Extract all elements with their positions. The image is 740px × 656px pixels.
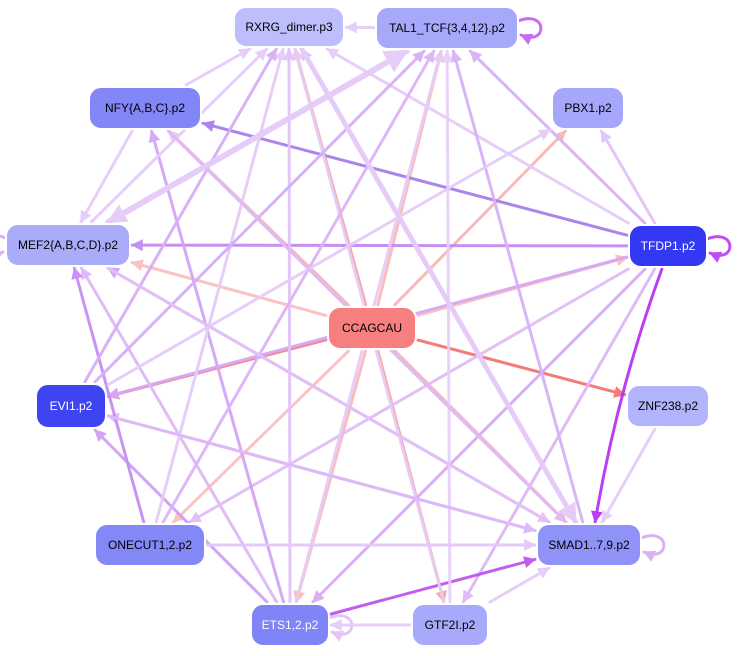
node-box-rxrg [233, 6, 345, 48]
node-label-pbx1: PBX1.p2 [564, 101, 612, 115]
node-label-gtf2i: GTF2I.p2 [425, 618, 476, 632]
node-label-nfy: NFY{A,B,C}.p2 [105, 101, 185, 115]
edge-ets-to-smad [329, 556, 537, 616]
node-box-evi1 [35, 383, 107, 429]
node-label-znf238: ZNF238.p2 [638, 399, 698, 413]
node-box-gtf2i [411, 603, 489, 647]
node-nfy[interactable]: NFY{A,B,C}.p2 [88, 86, 202, 130]
edge-ccagcau-to-pbx1 [393, 129, 567, 307]
node-label-tfdp1: TFDP1.p2 [641, 239, 696, 253]
edge-nfy-to-mef2 [79, 129, 134, 224]
edge-smad-to-smad [639, 534, 666, 562]
node-label-mef2: MEF2{A,B,C,D}.p2 [18, 238, 118, 252]
edge-onecut-to-tal1 [161, 49, 436, 524]
node-evi1[interactable]: EVI1.p2 [35, 383, 107, 429]
edge-nfy-to-rxrg [184, 47, 252, 87]
edge-tal1-to-tal1 [516, 17, 543, 45]
node-box-onecut [94, 523, 206, 567]
edge-znf238-to-smad [600, 427, 657, 524]
node-label-tal1: TAL1_TCF{3,4,12}.p2 [389, 21, 505, 35]
node-label-evi1: EVI1.p2 [50, 399, 93, 413]
edge-onecut-to-rxrg [154, 47, 287, 524]
node-box-znf238 [626, 384, 710, 428]
edge-ets-to-evi1 [93, 428, 269, 604]
edge-tfdp1-to-tfdp1 [705, 235, 732, 263]
node-box-pbx1 [551, 86, 625, 130]
edge-tfdp1-to-smad [590, 267, 664, 524]
edge-rxrg-to-smad [299, 46, 579, 525]
node-label-rxrg: RXRG_dimer.p3 [245, 20, 333, 34]
node-box-nfy [88, 86, 202, 130]
edge-evi1-to-pbx1 [106, 128, 552, 387]
node-onecut[interactable]: ONECUT1,2.p2 [94, 523, 206, 567]
edge-ccagcau-to-onecut [172, 349, 350, 524]
node-box-mef2 [5, 223, 131, 267]
node-label-onecut: ONECUT1,2.p2 [108, 538, 192, 552]
edge-ccagcau-to-znf238 [416, 338, 627, 398]
node-gtf2i[interactable]: GTF2I.p2 [411, 603, 489, 647]
node-box-tal1 [375, 6, 519, 50]
edges-layer [0, 17, 732, 642]
edge-ccagcau-to-mef2 [130, 259, 328, 317]
node-box-ccagcau [327, 306, 417, 350]
node-smad[interactable]: SMAD1..7,9.p2 [536, 523, 642, 567]
node-box-smad [536, 523, 642, 567]
edge-mef2-to-rxrg [89, 47, 269, 224]
edge-tfdp1-to-tal1 [468, 49, 647, 225]
node-box-tfdp1 [628, 224, 708, 268]
edge-tfdp1-to-mef2 [130, 239, 629, 252]
edge-tfdp1-to-pbx1 [599, 129, 657, 225]
node-ccagcau[interactable]: CCAGCAU [327, 306, 417, 350]
edge-ets-to-nfy [148, 129, 285, 604]
node-mef2[interactable]: MEF2{A,B,C,D}.p2 [5, 223, 131, 267]
edge-ets-to-rxrg [283, 47, 296, 604]
edge-evi1-to-smad [106, 414, 537, 534]
node-tal1[interactable]: TAL1_TCF{3,4,12}.p2 [375, 6, 519, 50]
node-znf238[interactable]: ZNF238.p2 [626, 384, 710, 428]
edge-smad-to-tal1 [450, 49, 585, 524]
node-tfdp1[interactable]: TFDP1.p2 [628, 224, 708, 268]
edge-tal1-to-mef2 [105, 48, 410, 225]
node-rxrg[interactable]: RXRG_dimer.p3 [233, 6, 345, 48]
edge-evi1-to-rxrg [83, 47, 278, 384]
node-ets[interactable]: ETS1,2.p2 [250, 603, 330, 647]
edge-evi1-to-tal1 [93, 49, 426, 384]
nodes-layer: RXRG_dimer.p3 TAL1_TCF{3,4,12}.p2NFY{A,B,… [5, 6, 710, 647]
node-label-smad: SMAD1..7,9.p2 [548, 538, 630, 552]
node-label-ccagcau: CCAGCAU [342, 321, 402, 335]
edge-gtf2i-to-tal1 [441, 49, 454, 604]
edge-onecut-to-mef2 [71, 266, 146, 524]
node-pbx1[interactable]: PBX1.p2 [551, 86, 625, 130]
edge-tfdp1-to-onecut [188, 267, 630, 524]
node-label-ets: ETS1,2.p2 [262, 618, 319, 632]
edge-tfdp1-to-nfy [201, 120, 629, 237]
edge-gtf2i-to-smad [488, 566, 551, 604]
node-box-ets [250, 603, 330, 647]
edge-mef2-to-smad [106, 266, 551, 524]
